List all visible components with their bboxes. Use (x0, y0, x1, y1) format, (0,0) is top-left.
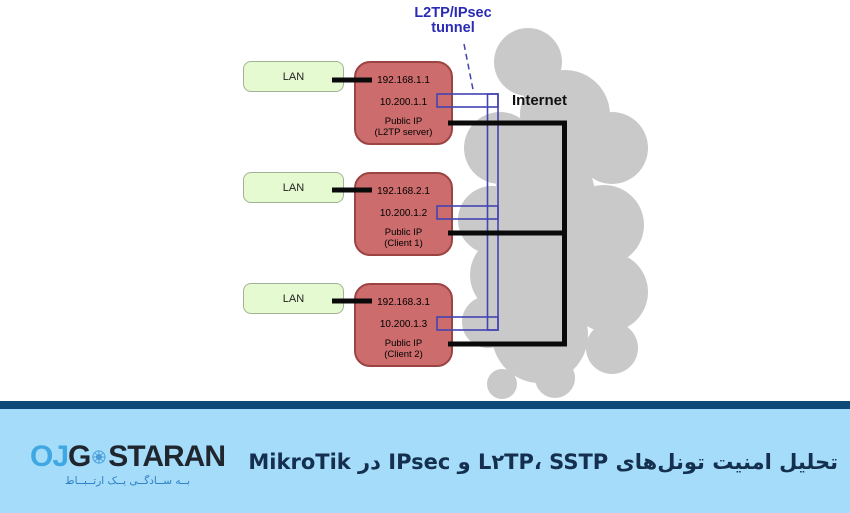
lan-ip-label: 192.168.1.1 (377, 75, 430, 86)
logo-tagline: بــه ســادگــی یــک ارتــبــاط (64, 475, 191, 487)
router-node-client1: 192.168.2.1 10.200.1.2 Public IP (Client… (354, 172, 453, 256)
public-ip-label: Public IP (384, 116, 423, 127)
tunnel-label: L2TP/IPsec tunnel (385, 6, 521, 36)
article-title: تحلیل امنیت تونل‌های L۲TP، SSTP و IPsec … (248, 450, 838, 474)
network-row-client1: LAN 192.168.2.1 10.200.1.2 Public IP (Cl… (0, 172, 850, 258)
tunnel-label-line2: tunnel (431, 20, 475, 36)
tunnel-ip-label: 10.200.1.3 (379, 319, 428, 330)
public-ip-label: Public IP (384, 338, 423, 349)
tunnel-label-line1: L2TP/IPsec (414, 5, 492, 21)
role-label: (Client 1) (384, 238, 423, 249)
logo-text-staran: STARAN (108, 440, 226, 473)
tunnel-ip-label: 10.200.1.1 (379, 97, 428, 108)
footer-divider-bar (0, 401, 850, 409)
network-row-client2: LAN 192.168.3.1 10.200.1.3 Public IP (Cl… (0, 283, 850, 369)
router-node-server: 192.168.1.1 10.200.1.1 Public IP (L2TP s… (354, 61, 453, 145)
network-row-server: LAN 192.168.1.1 10.200.1.1 Public IP (L2… (0, 61, 850, 147)
logo-text-g: G (68, 440, 91, 473)
role-label: (Client 2) (384, 349, 423, 360)
logo-text-oj: OJ (30, 440, 69, 473)
ojgostaran-logo: OJ G STARAN بــه ســادگــی یــک ارتــبــ… (30, 440, 226, 488)
internet-label: Internet (512, 92, 568, 109)
gear-icon (92, 450, 106, 464)
lan-box: LAN (243, 283, 344, 314)
tunnel-ip-label: 10.200.1.2 (379, 208, 428, 219)
lan-ip-label: 192.168.3.1 (377, 297, 430, 308)
lan-box: LAN (243, 61, 344, 92)
footer: OJ G STARAN بــه ســادگــی یــک ارتــبــ… (0, 409, 850, 513)
router-node-client2: 192.168.3.1 10.200.1.3 Public IP (Client… (354, 283, 453, 367)
role-label: (L2TP server) (374, 127, 433, 138)
lan-box: LAN (243, 172, 344, 203)
lan-ip-label: 192.168.2.1 (377, 186, 430, 197)
public-ip-label: Public IP (384, 227, 423, 238)
